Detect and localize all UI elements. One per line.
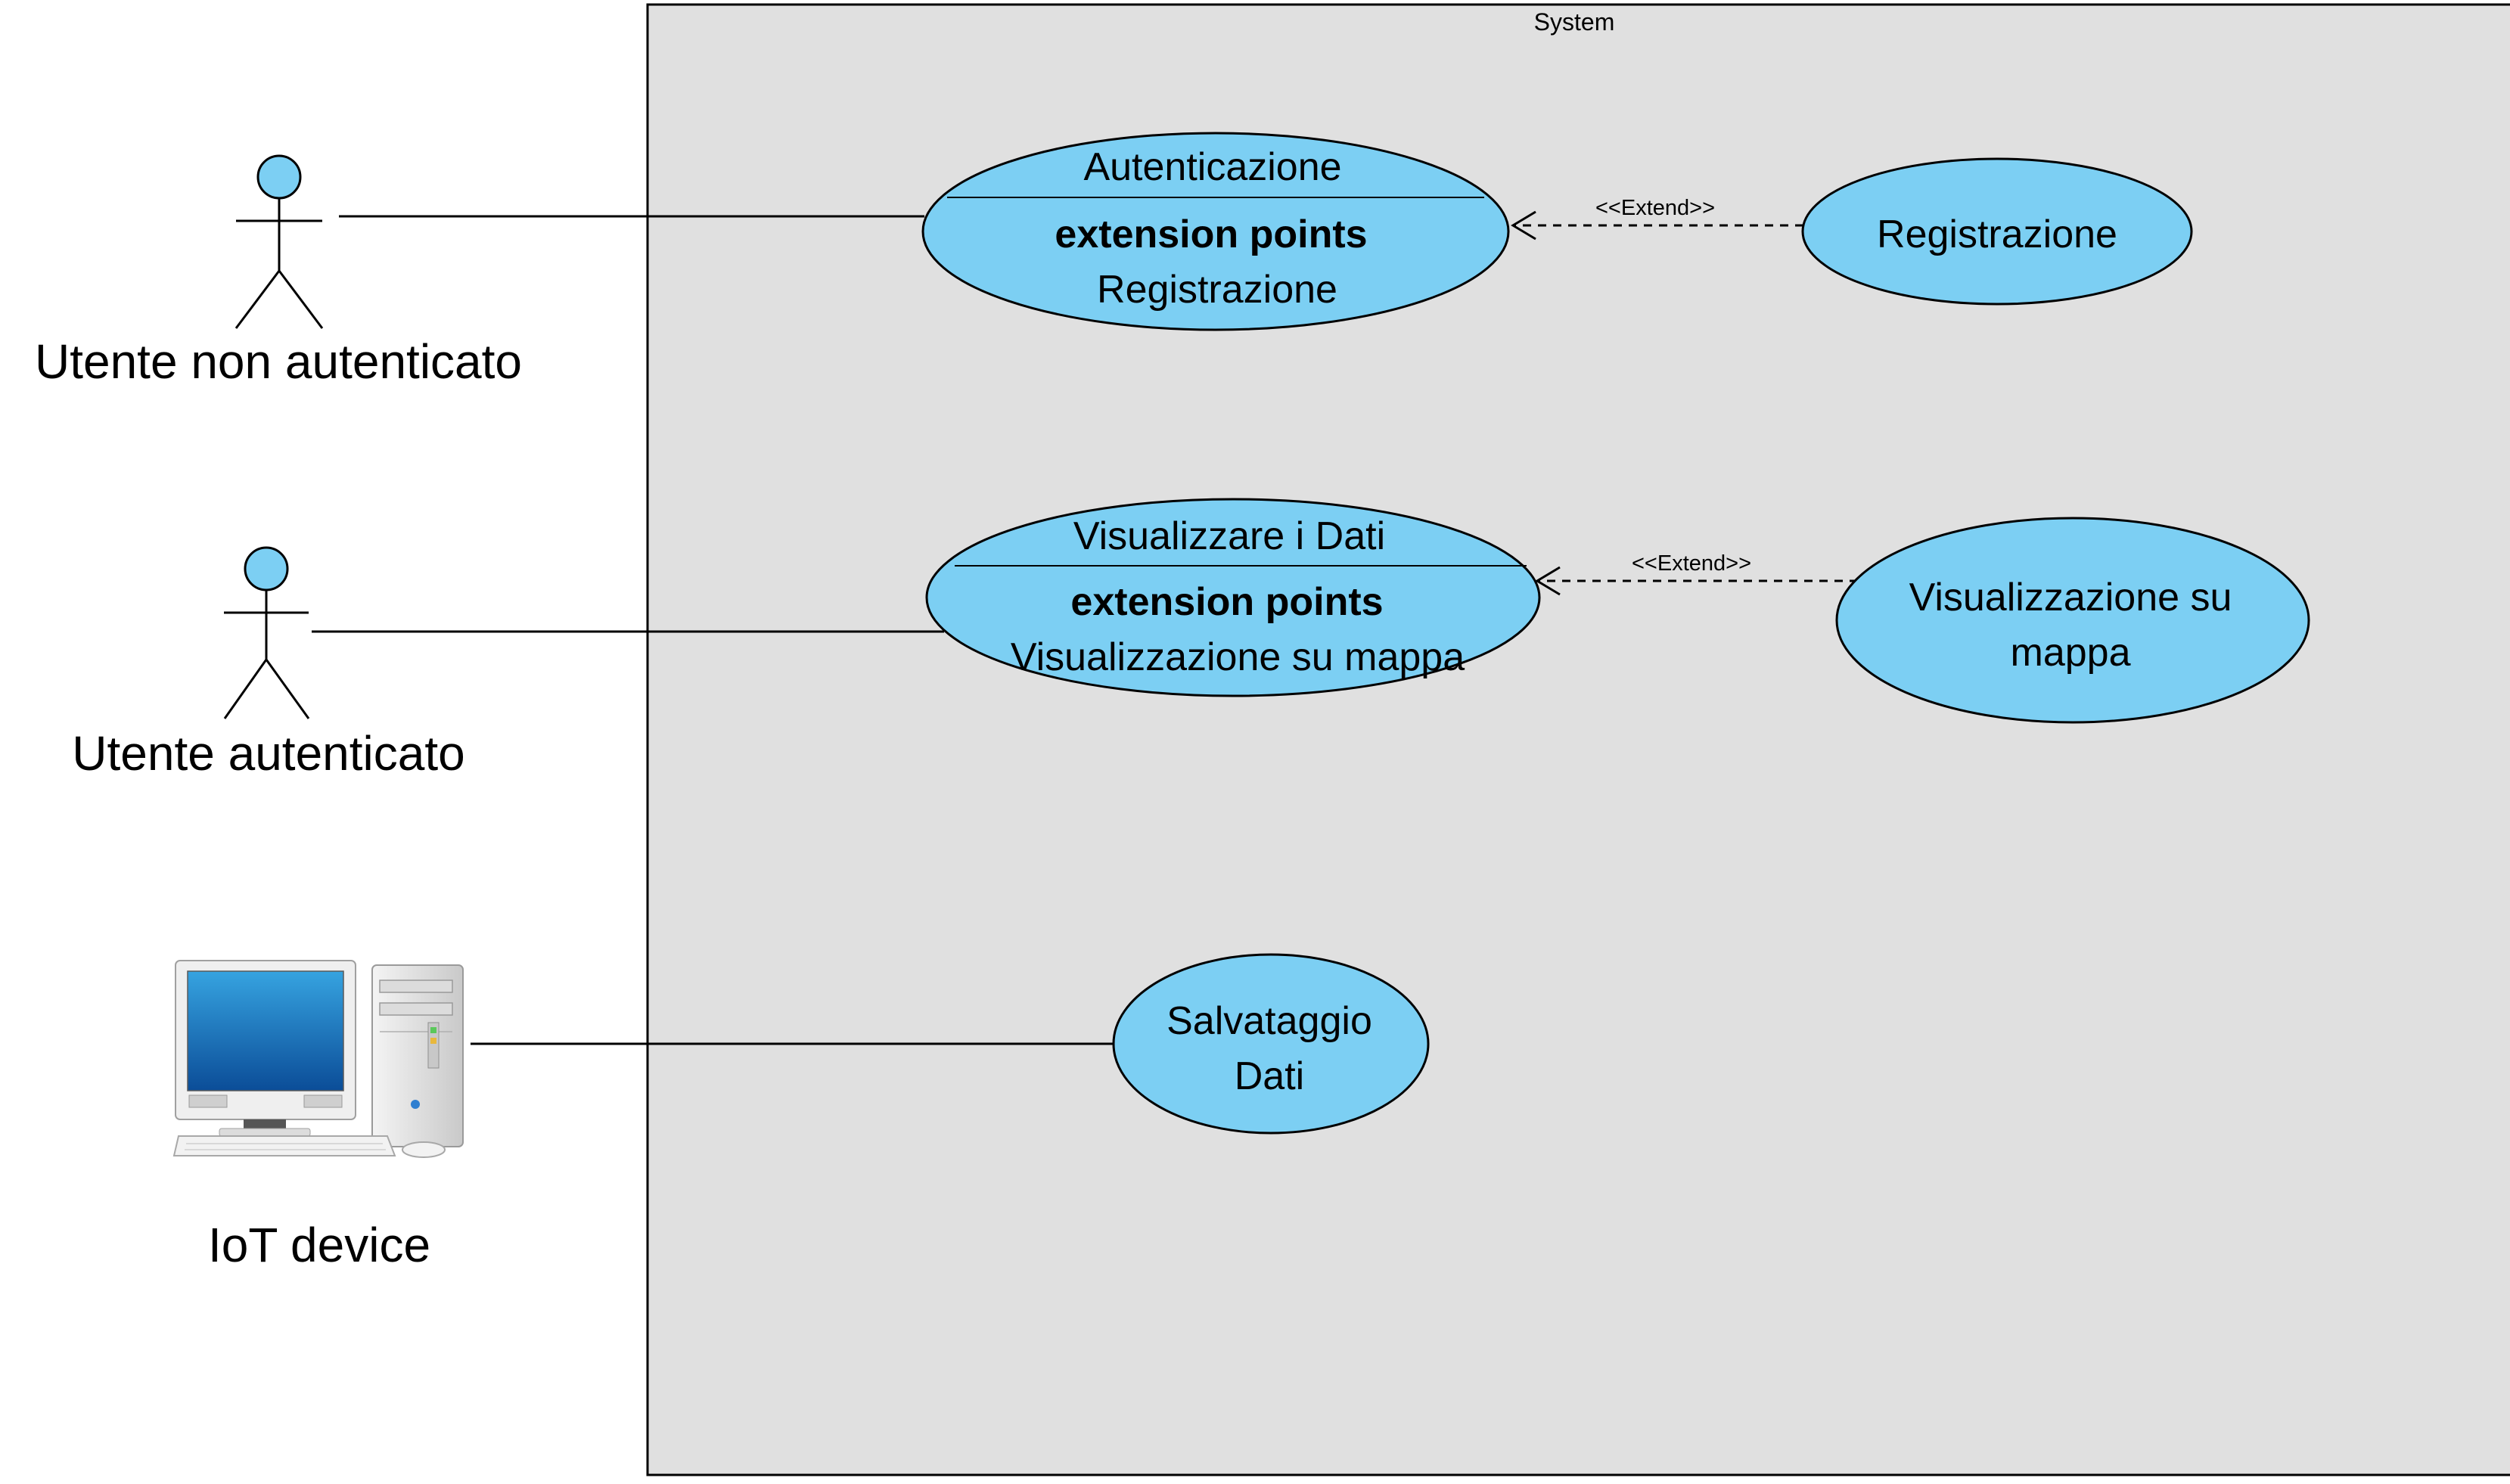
usecase-label-line2: Dati <box>1235 1054 1304 1098</box>
usecase-visualizzazione-mappa[interactable]: Visualizzazione su mappa <box>1835 517 2310 724</box>
usecase-label-line1: Salvataggio <box>1166 999 1372 1043</box>
usecase-label: Registrazione <box>1877 213 2117 256</box>
usecase-visualizzare-dati[interactable]: Visualizzare i Dati extension points Vis… <box>925 498 1541 697</box>
usecase-title: Autenticazione <box>1083 145 1341 189</box>
actor-label: Utente autenticato <box>72 726 464 781</box>
usecase-salvataggio-dati[interactable]: Salvataggio Dati <box>1112 953 1430 1135</box>
actor-utente-non-autenticato[interactable]: Utente non autenticato <box>35 154 522 389</box>
extend-label-1: <<Extend>> <box>1595 196 1715 220</box>
usecase-registrazione[interactable]: Registrazione <box>1801 157 2193 306</box>
extend-relation-registrazione: <<Extend>> <box>1511 196 1803 241</box>
usecase-label-line1: Visualizzazione su <box>1909 576 2232 619</box>
extend-relation-mappa: <<Extend>> <box>1535 551 1858 596</box>
extension-point: Registrazione <box>1097 268 1337 312</box>
actor-label: Utente non autenticato <box>35 334 522 389</box>
usecase-autenticazione[interactable]: Autenticazione extension points Registra… <box>921 132 1510 331</box>
actor-label: IoT device <box>208 1218 430 1272</box>
usecase-title: Visualizzare i Dati <box>1073 514 1385 558</box>
system-title: System <box>1534 8 1615 36</box>
extension-point: Visualizzazione su mappa <box>1011 635 1465 679</box>
stick-figure-icon <box>235 154 324 329</box>
usecase-label-line2: mappa <box>2011 631 2131 675</box>
stick-figure-icon <box>223 546 310 719</box>
extension-points-heading: extension points <box>1055 213 1367 256</box>
actor-utente-autenticato[interactable]: Utente autenticato <box>72 546 465 781</box>
desktop-computer-icon <box>172 960 464 1158</box>
actor-iot-device[interactable]: IoT device <box>172 960 464 1272</box>
extension-points-heading: extension points <box>1070 580 1383 624</box>
extend-label-2: <<Extend>> <box>1632 551 1751 576</box>
